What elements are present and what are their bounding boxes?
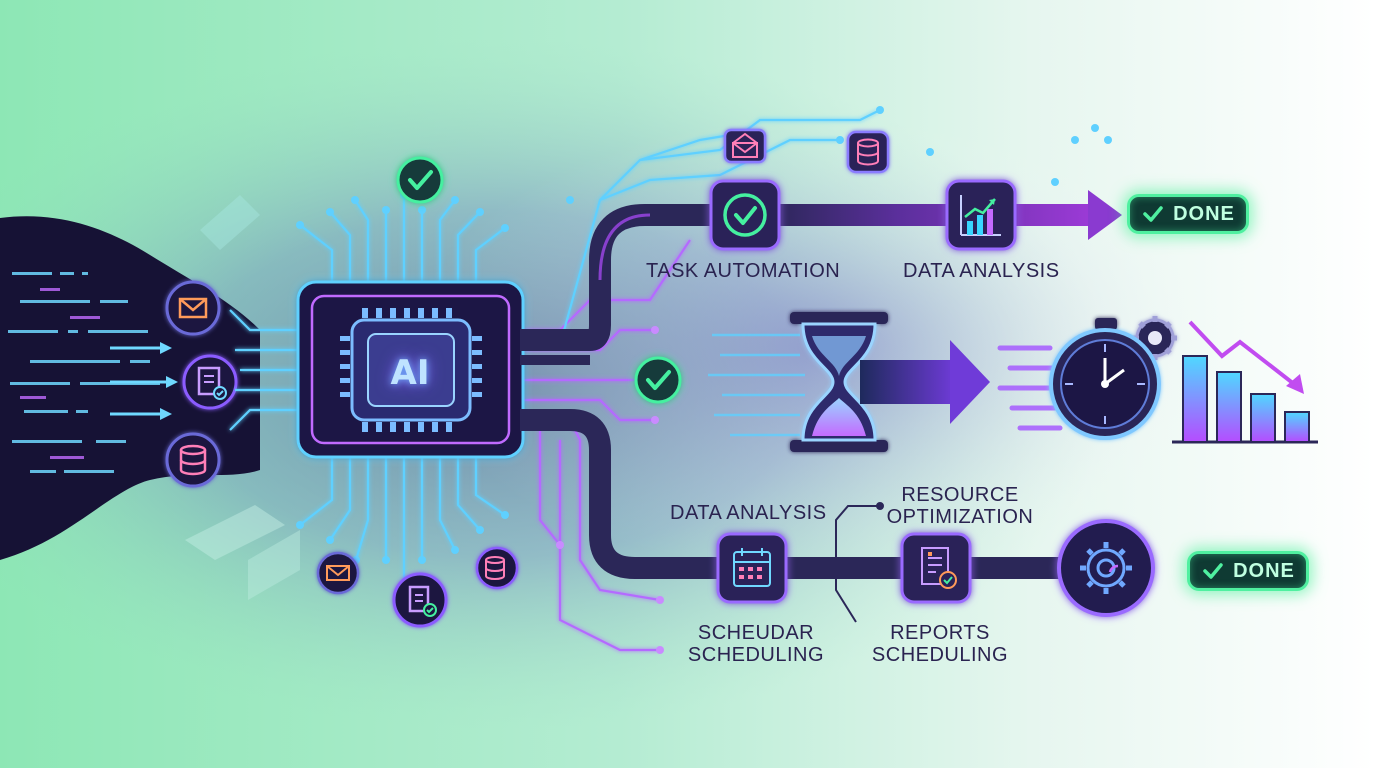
label-reports-scheduling: REPORTS SCHEDULING [868, 622, 1012, 666]
top-branch-envelope [723, 128, 767, 164]
label-scheudar-scheduling: SCHEUDAR SCHEDULING [684, 622, 828, 666]
mail-icon [178, 297, 208, 319]
label-resource-optimization: RESOURCE OPTIMIZATION [880, 484, 1040, 528]
label-reports-line1: REPORTS [890, 622, 990, 644]
database-lock-icon [485, 556, 505, 580]
bar-chart-up-icon [960, 195, 1001, 236]
done-badge-top: DONE [1127, 194, 1249, 234]
document-check-icon [408, 585, 430, 613]
chip-bottom-database [475, 546, 519, 590]
calendar-icon [733, 548, 771, 587]
flow-pipes [520, 204, 1060, 579]
decor-shapes [185, 195, 300, 600]
envelope-open-icon [732, 132, 758, 158]
top-branch-database [846, 130, 890, 174]
input-icon-mail [165, 280, 221, 336]
hourglass-icon [790, 312, 888, 452]
label-data-analysis-bottom: DATA ANALYSIS [670, 502, 827, 524]
input-icon-document [182, 354, 238, 410]
arrow-right-icon [860, 340, 990, 424]
check-icon [1143, 206, 1163, 222]
gear-node [1057, 519, 1155, 617]
data-particles [8, 272, 160, 473]
stopwatch-gear-icon [1049, 316, 1177, 440]
input-icon-database [165, 432, 221, 488]
check-circle-icon [634, 356, 682, 404]
label-task-automation: TASK AUTOMATION [646, 260, 841, 282]
bottom-branches [835, 502, 884, 623]
trace-nodes [296, 106, 1112, 654]
label-resource-line2: OPTIMIZATION [886, 506, 1034, 528]
data-analysis-top-icon [945, 179, 1017, 251]
check-circle-icon [723, 193, 767, 237]
chip-bottom-mail [316, 551, 360, 595]
database-icon [857, 138, 879, 166]
speed-lines-left [708, 333, 805, 437]
report-check-icon [921, 547, 949, 585]
done-badge-top-label: DONE [1173, 202, 1235, 225]
label-reports-line2: SCHEDULING [871, 644, 1009, 666]
report-node [900, 532, 972, 604]
done-badge-bottom: DONE [1187, 551, 1309, 591]
input-arrows [110, 342, 178, 420]
check-circle-icon [396, 156, 444, 204]
bar-chart-down-icon [1172, 320, 1318, 444]
speed-lines-right [997, 345, 1063, 431]
done-badge-bottom-label: DONE [1233, 559, 1295, 582]
label-resource-line1: RESOURCE [901, 484, 1019, 506]
check-icon [1203, 563, 1223, 579]
chip-label: AI [390, 353, 430, 393]
database-icon [179, 444, 207, 476]
document-check-icon [197, 366, 221, 396]
mail-icon [326, 565, 350, 581]
label-scheudar-line2: SCHEDULING [687, 644, 825, 666]
chip-bottom-document [392, 572, 448, 628]
label-scheudar-line1: SCHEUDAR [697, 622, 815, 644]
task-automation-icon [709, 179, 781, 251]
chip-pins [340, 308, 482, 432]
ai-chip [296, 280, 525, 459]
calendar-node [716, 532, 788, 604]
label-data-analysis-top: DATA ANALYSIS [903, 260, 1060, 282]
